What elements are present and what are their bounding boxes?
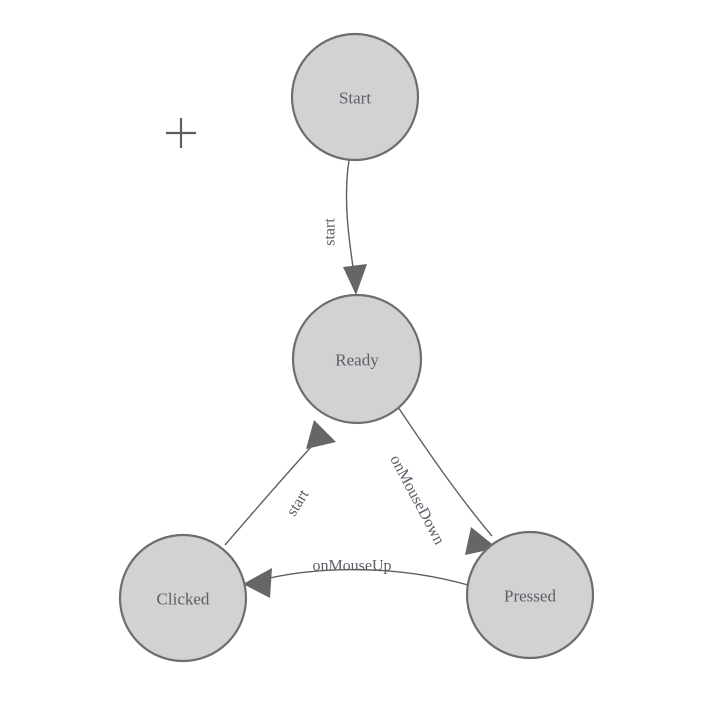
edge-path-start-to-ready[interactable] (345, 159, 355, 275)
node-ready-circle[interactable] (291, 293, 423, 425)
edge-path-ready-to-pressed[interactable] (397, 406, 493, 537)
edge-path-clicked-to-ready[interactable] (224, 433, 324, 546)
edge-pressed-to-clicked[interactable] (243, 568, 469, 598)
node-pressed[interactable]: Pressed (465, 530, 595, 660)
node-start-label: Start (339, 89, 371, 108)
node-clicked-label: Clicked (157, 590, 210, 609)
node-pressed-label: Pressed (504, 587, 556, 606)
edge-clicked-to-ready[interactable] (224, 420, 336, 546)
edge-label-start-to-ready: start (322, 218, 339, 246)
node-start-circle[interactable] (290, 32, 420, 162)
node-clicked[interactable]: Clicked (118, 533, 248, 663)
edge-start-to-ready[interactable] (343, 159, 367, 295)
node-clicked-circle[interactable] (118, 533, 248, 663)
node-start[interactable]: Start (290, 32, 420, 162)
crosshair-icon[interactable] (166, 118, 196, 148)
node-ready[interactable]: Ready (291, 293, 423, 425)
node-pressed-circle[interactable] (465, 530, 595, 660)
edge-label-pressed-to-clicked: onMouseUp (312, 558, 391, 575)
arrowhead-start-to-ready (343, 264, 367, 295)
edge-label-clicked-to-ready: start (283, 486, 312, 519)
node-ready-label: Ready (335, 351, 379, 370)
arrowhead-pressed-to-clicked (243, 568, 272, 598)
edge-path-pressed-to-clicked[interactable] (252, 568, 469, 586)
arrowhead-clicked-to-ready (306, 420, 336, 449)
